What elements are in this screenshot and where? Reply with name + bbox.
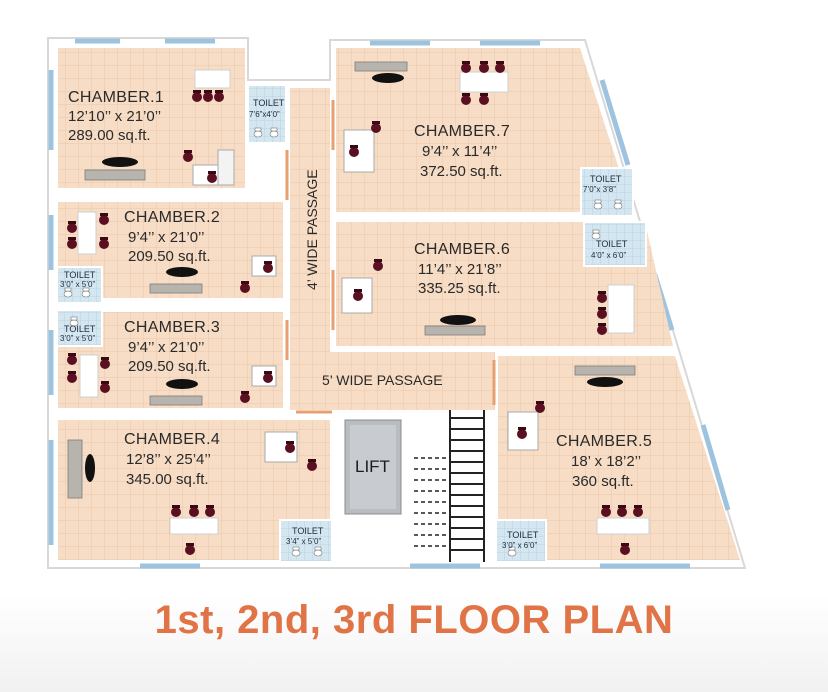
chamber-7[interactable] [336, 48, 633, 212]
toilet-chamber-3-dim: 3’0” x 5’0” [60, 334, 95, 343]
chamber-6-label: CHAMBER.6 11’4’’ x 21’8’’ 335.25 sq.ft. [414, 241, 510, 297]
chamber-7-label: CHAMBER.7 9’4’’ x 11’4’’ 372.50 sq.ft. [414, 123, 510, 180]
toilet-chamber-7-dim: 7’0”x 3’8” [583, 185, 616, 194]
staircase[interactable] [410, 410, 496, 562]
chamber-1[interactable] [58, 48, 245, 188]
floor-plan: CHAMBER.1 12’10’’ x 21’0’’ 289.00 sq.ft.… [47, 37, 747, 569]
chamber-1-area: 289.00 sq.ft. [68, 127, 151, 144]
toilet-chamber-6-label: TOILET [596, 239, 628, 249]
chamber-3-area: 209.50 sq.ft. [128, 358, 211, 375]
toilet-chamber-2[interactable] [56, 266, 103, 304]
toilet-chamber-7[interactable] [580, 167, 634, 217]
chamber-5-area: 360 sq.ft. [572, 473, 634, 490]
lift[interactable] [336, 410, 410, 518]
chamber-3-label: CHAMBER.3 9’4’’ x 21’0’’ 209.50 sq.ft. [124, 319, 220, 375]
toilet-chamber-5-dim: 3’0” x 6’0” [502, 541, 537, 550]
lift-label: LIFT [355, 457, 390, 476]
floor-plan-caption: 1st, 2nd, 3rd FLOOR PLAN [154, 598, 674, 642]
toilet-chamber-2-label: TOILET [64, 270, 96, 280]
chamber-4-area: 345.00 sq.ft. [126, 471, 209, 488]
horizontal-passage-label: 5’ WIDE PASSAGE [322, 372, 443, 388]
chamber-1-label: CHAMBER.1 12’10’’ x 21’0’’ 289.00 sq.ft. [68, 89, 164, 144]
toilet-chamber-5-label: TOILET [507, 530, 539, 540]
chamber-2-area: 209.50 sq.ft. [128, 248, 211, 265]
chamber-6-name: CHAMBER.6 [414, 241, 510, 258]
chamber-5-name: CHAMBER.5 [556, 433, 652, 450]
windows [48, 38, 731, 569]
chamber-7-dim: 9’4’’ x 11’4’’ [422, 143, 497, 160]
chamber-2-name: CHAMBER.2 [124, 209, 220, 226]
toilet-chamber-4[interactable] [279, 519, 333, 563]
chamber-1-name: CHAMBER.1 [68, 89, 164, 106]
toilet-chamber-3-label: TOILET [64, 324, 96, 334]
vertical-passage-label: 4’ WIDE PASSAGE [304, 169, 320, 290]
toilet-chamber-4-dim: 3’4” x 5’0” [286, 537, 321, 546]
chamber-1-dim: 12’10’’ x 21’0’’ [68, 108, 161, 125]
toilet-chamber-2-dim: 3’0” x 5’0” [60, 280, 95, 289]
horizontal-passage[interactable] [290, 352, 496, 414]
toilet-chamber-1-label: TOILET [253, 98, 285, 108]
toilet-chamber-5[interactable] [495, 519, 547, 563]
chamber-7-area: 372.50 sq.ft. [420, 163, 503, 180]
toilet-chamber-3[interactable] [56, 309, 103, 347]
chamber-5-dim: 18’ x 18’2’’ [571, 453, 641, 470]
chamber-7-name: CHAMBER.7 [414, 123, 510, 140]
toilet-chamber-1[interactable] [247, 84, 287, 144]
chamber-2-dim: 9’4’’ x 21’0’’ [128, 229, 204, 246]
toilet-chamber-1-dim: 7’6”x4’0” [249, 110, 280, 119]
chamber-3-dim: 9’4’’ x 21’0’’ [128, 339, 204, 356]
chamber-5[interactable] [498, 356, 740, 560]
chamber-4-name: CHAMBER.4 [124, 431, 220, 448]
chamber-3-name: CHAMBER.3 [124, 319, 220, 336]
toilet-chamber-4-label: TOILET [292, 526, 324, 536]
chamber-6-area: 335.25 sq.ft. [418, 280, 501, 297]
chamber-4-label: CHAMBER.4 12’8’’ x 25’4’’ 345.00 sq.ft. [124, 431, 220, 488]
toilet-chamber-7-label: TOILET [590, 174, 622, 184]
chamber-4-dim: 12’8’’ x 25’4’’ [126, 451, 211, 468]
chamber-6-dim: 11’4’’ x 21’8’’ [418, 261, 502, 278]
chamber-2-label: CHAMBER.2 9’4’’ x 21’0’’ 209.50 sq.ft. [124, 209, 220, 265]
toilet-chamber-6[interactable] [583, 221, 647, 267]
chamber-5-label: CHAMBER.5 18’ x 18’2’’ 360 sq.ft. [556, 433, 652, 490]
toilet-chamber-6-dim: 4’0” x 6’0” [591, 251, 626, 260]
